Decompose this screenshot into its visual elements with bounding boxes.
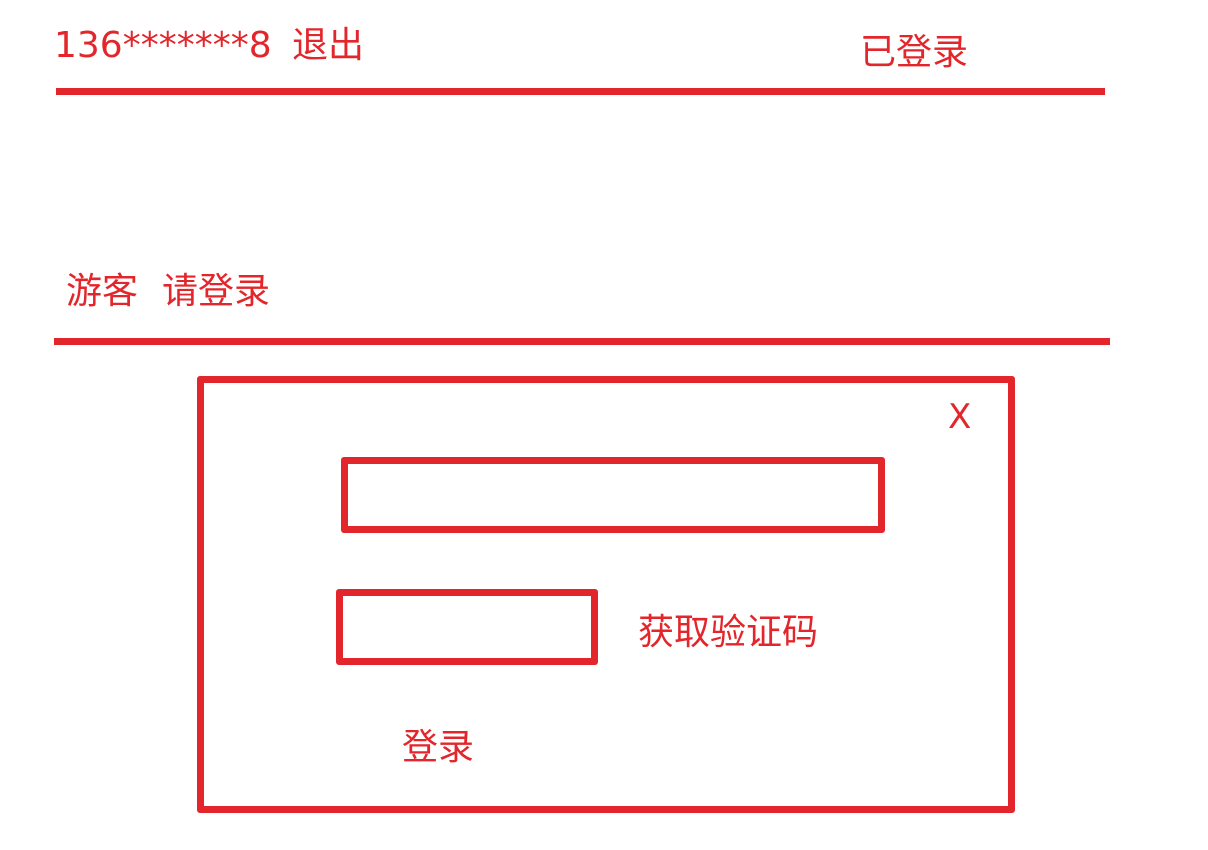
guest-label: 游客: [66, 271, 139, 312]
logout-link[interactable]: 退出: [292, 25, 365, 66]
get-verification-code-button[interactable]: 获取验证码: [638, 612, 819, 653]
phone-input[interactable]: [341, 457, 885, 533]
masked-phone-number: 136*******8: [54, 25, 272, 66]
login-dialog: [197, 376, 1015, 813]
guest-divider: [54, 338, 1110, 345]
login-prompt-link[interactable]: 请登录: [162, 271, 271, 312]
close-dialog-button[interactable]: X: [948, 397, 972, 437]
logged-in-state-caption: 已登录: [860, 32, 969, 73]
verification-code-input[interactable]: [336, 589, 598, 665]
login-submit-button[interactable]: 登录: [402, 727, 475, 768]
logged-in-divider: [56, 88, 1105, 95]
